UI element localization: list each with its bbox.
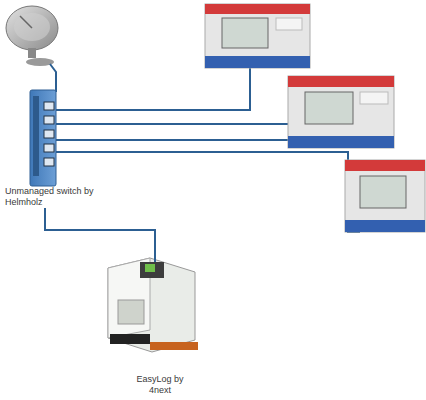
data-logger [108,258,198,352]
device-label: Unmanaged switch by Helmholz [5,186,100,208]
network-switch [30,90,56,186]
network-cable [45,208,155,262]
energy-meter [288,76,394,148]
energy-meter [205,4,310,68]
logger-node: EasyLog by 4next [100,262,220,398]
switch-node: Unmanaged switch by Helmholz [5,90,100,208]
satellite-dish [6,6,58,66]
energy-meter [345,160,425,232]
device-label: EasyLog by 4next [135,374,185,396]
